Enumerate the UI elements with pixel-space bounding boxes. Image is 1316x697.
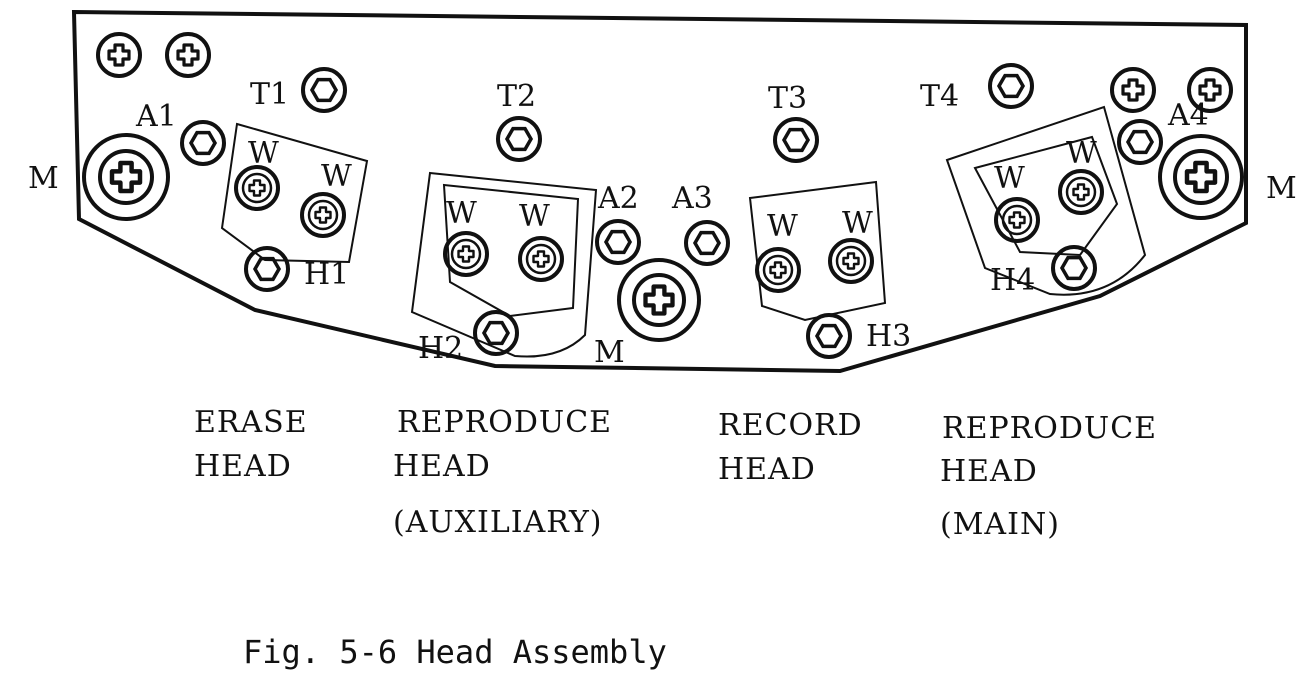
tilt-screw-t2 [496,116,542,162]
azimuth-screw-a1 [180,120,226,166]
base-plate-outline [71,9,1248,374]
label-m-center: M [594,335,625,370]
label-w: W [767,209,798,244]
corner-screw [1110,67,1156,113]
tilt-screw-t3 [773,117,819,163]
label-h2: H2 [418,331,463,366]
azimuth-screw-a4 [1117,119,1163,165]
reproduce-aux-head-label-line-1: REPRODUCE [397,405,612,440]
label-t3: T3 [768,81,807,116]
label-w: W [519,199,550,234]
w-screw [828,238,874,284]
label-h1: H1 [304,257,349,292]
height-screw-h3 [806,313,852,359]
label-w: W [842,206,873,241]
label-h4: H4 [990,263,1035,298]
label-w: W [248,136,279,171]
height-screw-h4 [1051,245,1097,291]
label-a4: A4 [1167,98,1209,133]
record-head-label-line-1: RECORD [718,408,863,443]
label-w: W [1066,136,1097,171]
label-t1: T1 [250,77,289,112]
w-screw [755,247,801,293]
reproduce-main-head-label-line-3: (MAIN) [940,507,1060,542]
reproduce-main-head-bracket-outer [945,105,1147,296]
label-t4: T4 [920,79,959,114]
reproduce-aux-head-bracket-outer [410,171,598,358]
azimuth-screw-a2 [595,219,641,265]
erase-head-bracket [220,122,369,264]
label-a3: A3 [671,181,713,216]
corner-screw [96,32,142,78]
w-screw [234,165,280,211]
erase-head-label-line-2: HEAD [194,449,292,484]
label-w: W [321,159,352,194]
height-screw-h1 [244,246,290,292]
label-t2: T2 [497,79,536,114]
label-h3: H3 [866,319,911,354]
label-a1: A1 [135,99,177,134]
reproduce-aux-head-label-line-3: (AUXILIARY) [393,505,602,540]
reproduce-main-head-label-line-1: REPRODUCE [942,411,1157,446]
label-w: W [994,161,1025,196]
azimuth-screw-a3 [684,220,730,266]
label-m-left: M [28,161,59,196]
mounting-screw-center [617,258,701,342]
reproduce-aux-head-label-line-2: HEAD [393,449,491,484]
reproduce-main-head-label-line-2: HEAD [940,454,1038,489]
w-screw [1058,169,1104,215]
reproduce-main-head-bracket-inner [973,135,1119,257]
label-m-right: M [1266,171,1297,206]
tilt-screw-t4 [988,63,1034,109]
w-screw [443,231,489,277]
figure-caption: Fig. 5-6 Head Assembly [243,633,667,671]
corner-screw [165,32,211,78]
w-screw [300,192,346,238]
label-w: W [446,196,477,231]
mounting-screw-left [82,133,170,221]
w-screw [518,236,564,282]
label-a2: A2 [597,181,639,216]
erase-head-label-line-1: ERASE [194,405,308,440]
mounting-screw-right [1158,134,1244,220]
tilt-screw-t1 [301,67,347,113]
w-screw [994,197,1040,243]
corner-screw [1187,67,1233,113]
record-head-label-line-2: HEAD [718,452,816,487]
record-head-bracket [748,180,887,322]
